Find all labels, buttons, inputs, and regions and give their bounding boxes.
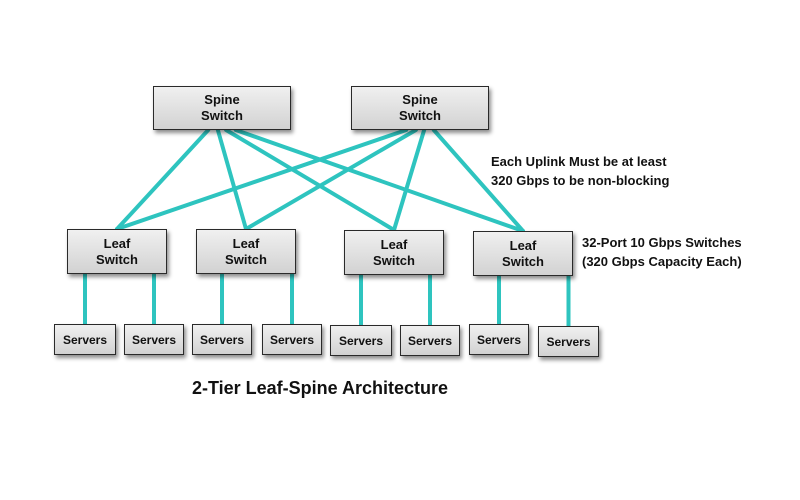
server-box-2[interactable]: Servers [124,324,184,355]
server-box-7[interactable]: Servers [469,324,529,355]
diagram-title: 2-Tier Leaf-Spine Architecture [191,378,449,398]
uplink-spine-1-leaf-2 [215,128,248,231]
server-box-8-label: Servers [546,334,591,349]
uplink-lines [115,128,525,233]
uplink-spine-2-leaf-4 [431,128,525,233]
uplink-spine-2-leaf-1 [115,128,409,231]
leaf-capacity-note-line-2: (320 Gbps Capacity Each) [582,254,742,269]
server-box-4-label: Servers [269,332,315,347]
uplink-spine-2-leaf-3 [392,128,427,232]
uplink-note-line-1: Each Uplink Must be at least [491,154,667,169]
server-box-6-label: Servers [407,333,453,348]
server-box-6[interactable]: Servers [400,325,460,356]
server-box-3[interactable]: Servers [192,324,252,355]
downlink-lines [83,272,571,328]
server-box-2-label: Servers [131,332,177,347]
server-box-1-label: Servers [62,332,108,347]
leaf-capacity-note: 32-Port 10 Gbps Switches (320 Gbps Capac… [582,233,742,271]
server-box-8[interactable]: Servers [538,326,599,357]
uplink-spine-1-leaf-3 [224,128,396,232]
server-box-3-label: Servers [199,332,245,347]
uplink-spine-1-leaf-1 [115,128,211,231]
server-box-5-label: Servers [338,333,384,348]
server-box-4[interactable]: Servers [262,324,322,355]
server-box-1[interactable]: Servers [54,324,116,355]
server-box-5[interactable]: Servers [330,325,392,356]
uplink-spine-2-leaf-2 [244,128,418,231]
leaf-capacity-note-line-1: 32-Port 10 Gbps Switches [582,235,742,250]
server-box-7-label: Servers [476,332,522,347]
uplink-note-line-2: 320 Gbps to be non-blocking [491,173,670,188]
uplink-spine-1-leaf-4 [233,128,525,233]
uplink-note: Each Uplink Must be at least 320 Gbps to… [491,152,669,190]
